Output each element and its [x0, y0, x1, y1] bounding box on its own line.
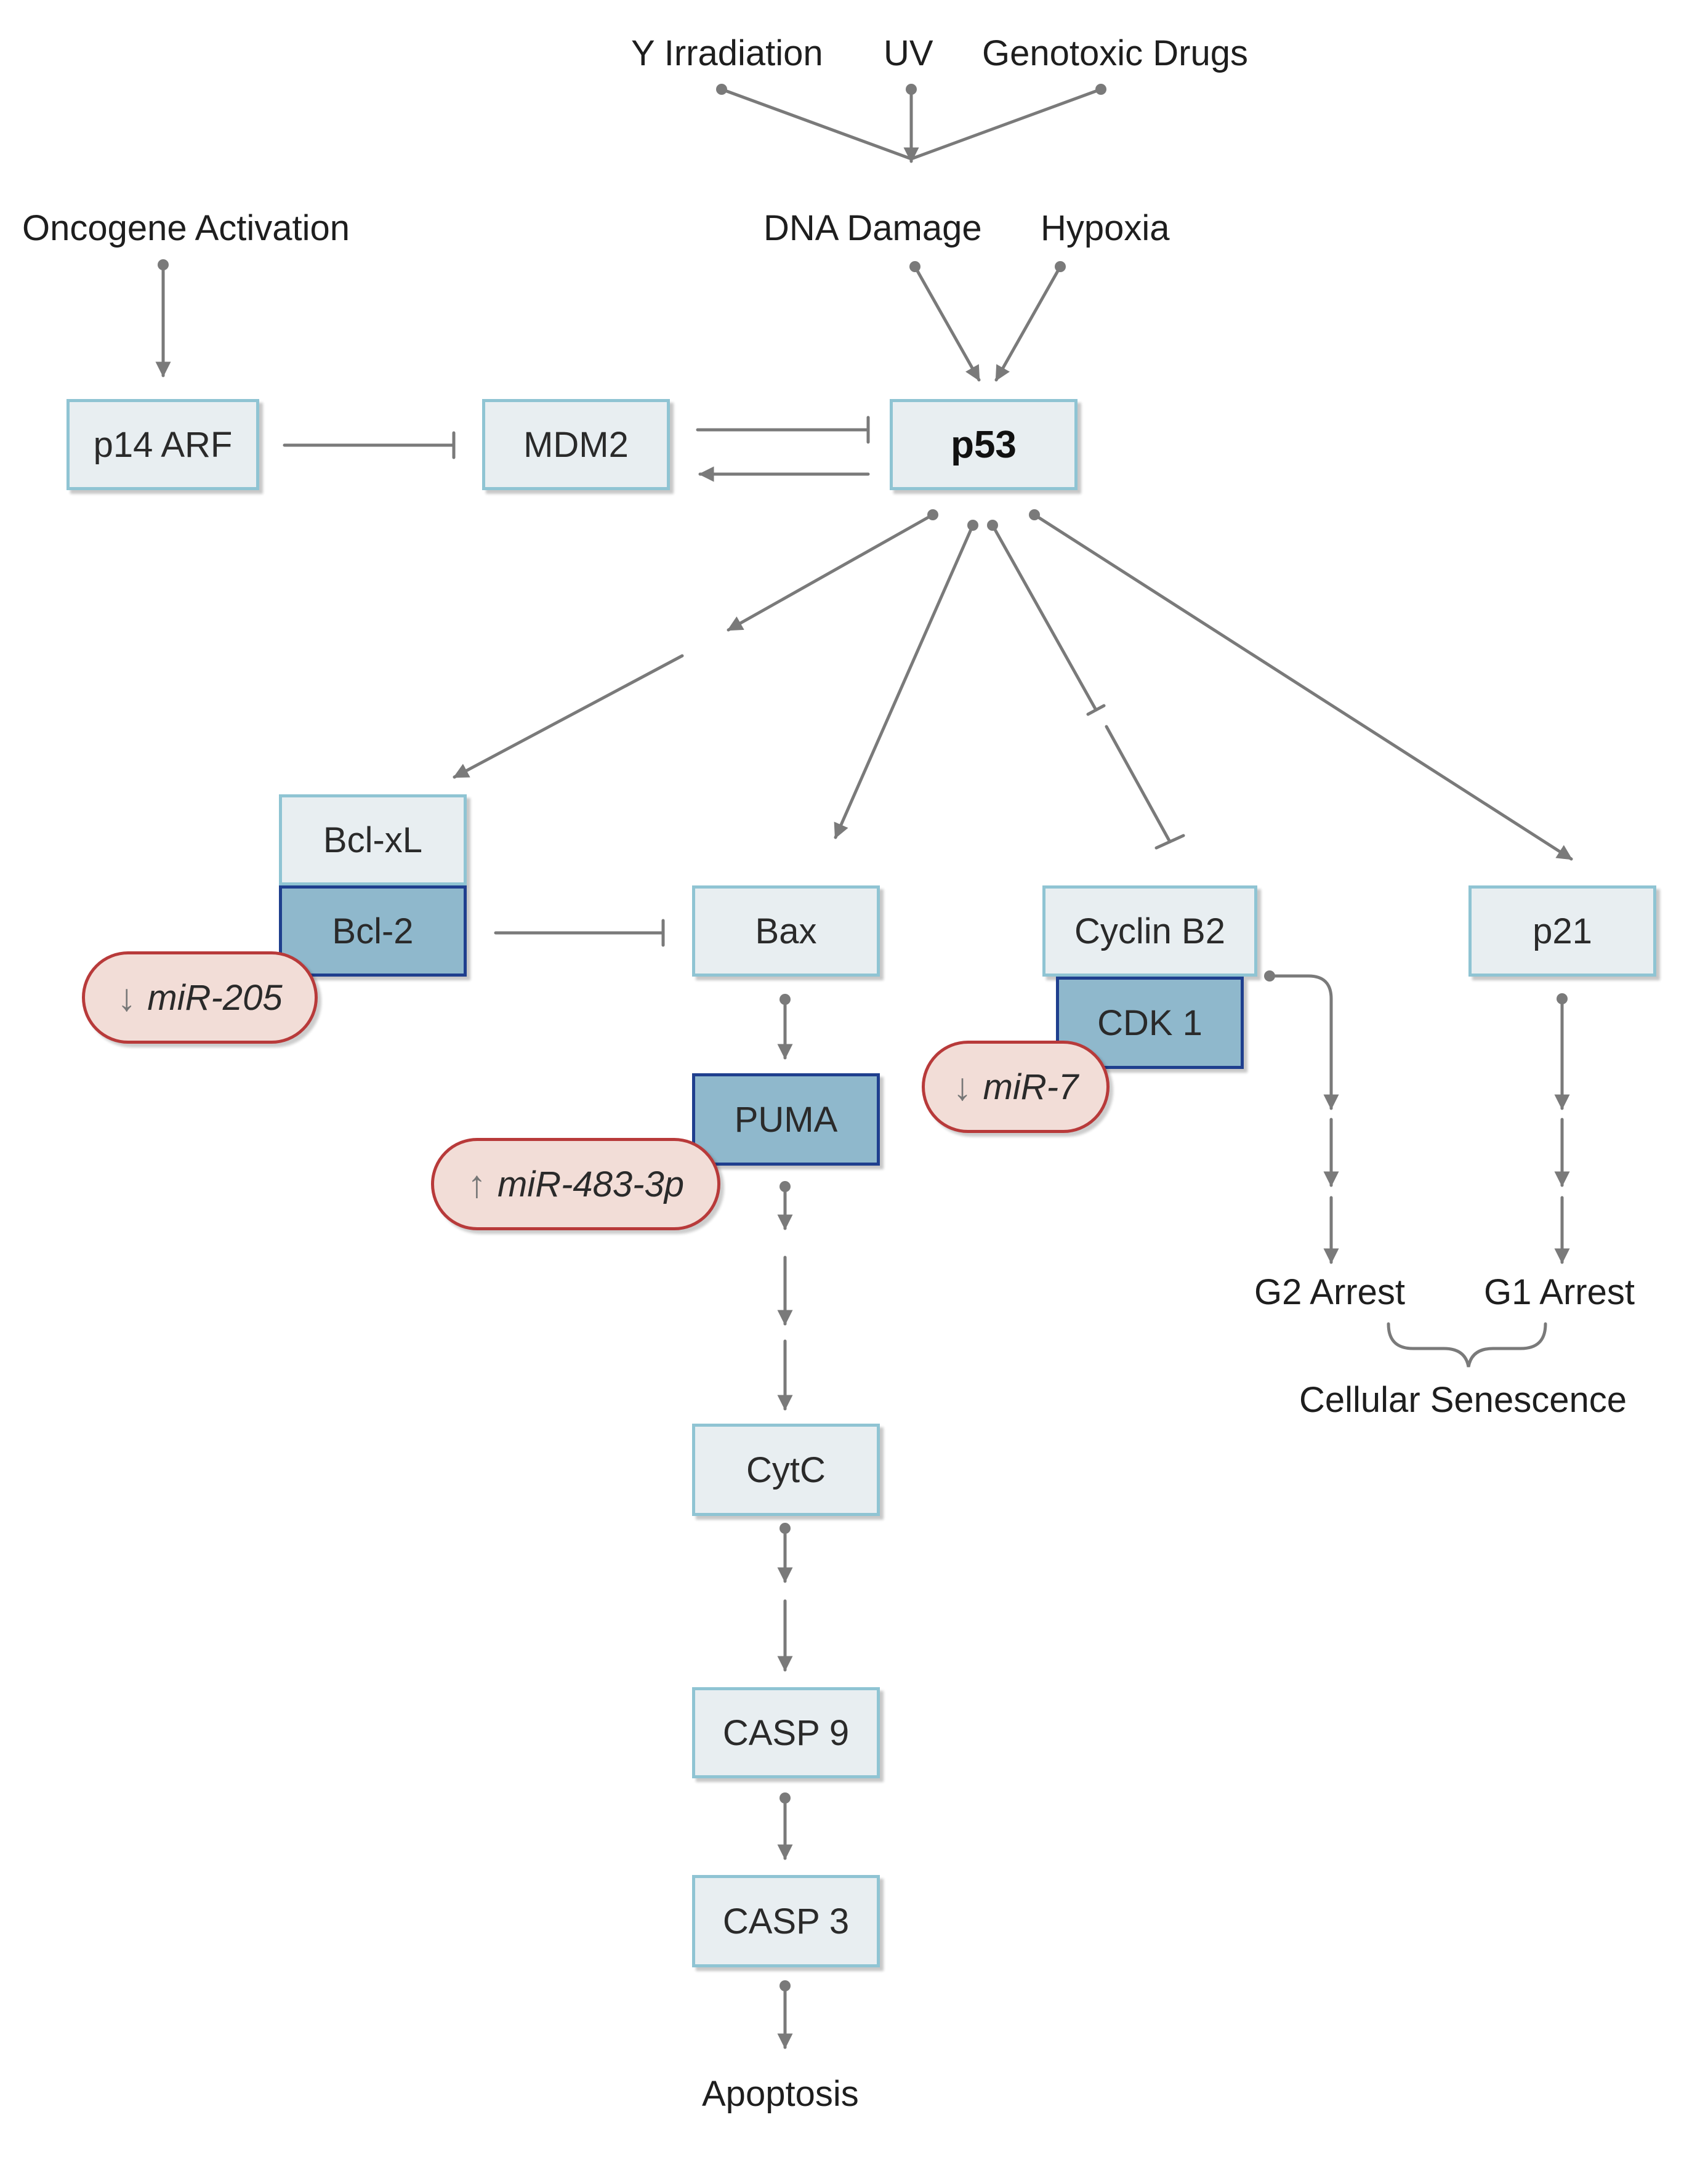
label-hypoxia: Hypoxia	[1041, 208, 1170, 248]
edge-cytc-to-casp9	[777, 1523, 793, 1672]
label-dna-damage: DNA Damage	[763, 208, 982, 248]
senescence-brace	[1387, 1322, 1547, 1368]
node-cyclinb2: Cyclin B2	[1042, 885, 1257, 977]
label-cellular-senescence: Cellular Senescence	[1299, 1380, 1627, 1420]
down-arrow-icon: ↓	[953, 1065, 972, 1108]
node-casp9: CASP 9	[692, 1687, 880, 1778]
label-g1-arrest: G1 Arrest	[1484, 1272, 1635, 1312]
edge-p53-to-bax	[834, 520, 978, 839]
label-g2-arrest: G2 Arrest	[1254, 1272, 1405, 1312]
edge-p53-to-bcl2	[453, 509, 938, 779]
node-p21: p21	[1468, 885, 1656, 977]
edge-p21-to-g1-arrest	[1554, 993, 1570, 1264]
node-p14arf: p14 ARF	[66, 399, 259, 490]
mirna-mir-205: ↓ miR-205	[82, 951, 318, 1044]
node-p53: p53	[890, 399, 1078, 490]
mirna-label: miR-7	[983, 1066, 1079, 1107]
edge-casp3-to-apoptosis	[777, 1980, 793, 2049]
node-bcl2: Bcl-2	[279, 885, 467, 977]
node-bax: Bax	[692, 885, 880, 977]
edge-dna-damage-to-p53	[909, 261, 981, 382]
edge-cyclinb2-to-g2-arrest	[1264, 970, 1339, 1264]
node-puma: PUMA	[692, 1073, 880, 1166]
edge-puma-to-cytc	[777, 1181, 793, 1411]
node-casp3: CASP 3	[692, 1875, 880, 1967]
node-mdm2: MDM2	[482, 399, 670, 490]
node-bclxl: Bcl-xL	[279, 794, 467, 885]
mirna-label: miR-205	[147, 977, 283, 1018]
label-uv: UV	[884, 33, 933, 73]
mirna-mir-7: ↓ miR-7	[922, 1041, 1110, 1133]
node-cytc: CytC	[692, 1424, 880, 1516]
down-arrow-icon: ↓	[117, 976, 137, 1019]
edge-mdm2-inhibits-p53	[696, 416, 870, 444]
mirna-label: miR-483-3p	[497, 1164, 684, 1204]
edge-inputs-to-dna-damage	[716, 84, 1106, 163]
edge-p14arf-inhibits-mdm2	[283, 431, 456, 459]
label-gamma-irradiation: Y Irradiation	[631, 33, 823, 73]
edge-bax-to-puma	[777, 994, 793, 1060]
mirna-mir-483-3p: ↑ miR-483-3p	[431, 1138, 720, 1230]
edge-bcl2-inhibits-bax	[494, 919, 665, 947]
edge-hypoxia-to-p53	[994, 261, 1066, 382]
edge-p53-inhibits-cyclinb2	[987, 520, 1185, 850]
label-genotoxic-drugs: Genotoxic Drugs	[982, 33, 1248, 73]
edge-oncogene-to-p14arf	[155, 259, 171, 377]
edge-casp9-to-casp3	[777, 1792, 793, 1860]
edge-p53-to-p21	[1029, 509, 1573, 861]
label-apoptosis: Apoptosis	[702, 2074, 859, 2114]
label-oncogene-activation: Oncogene Activation	[22, 208, 350, 248]
up-arrow-icon: ↑	[467, 1163, 486, 1206]
